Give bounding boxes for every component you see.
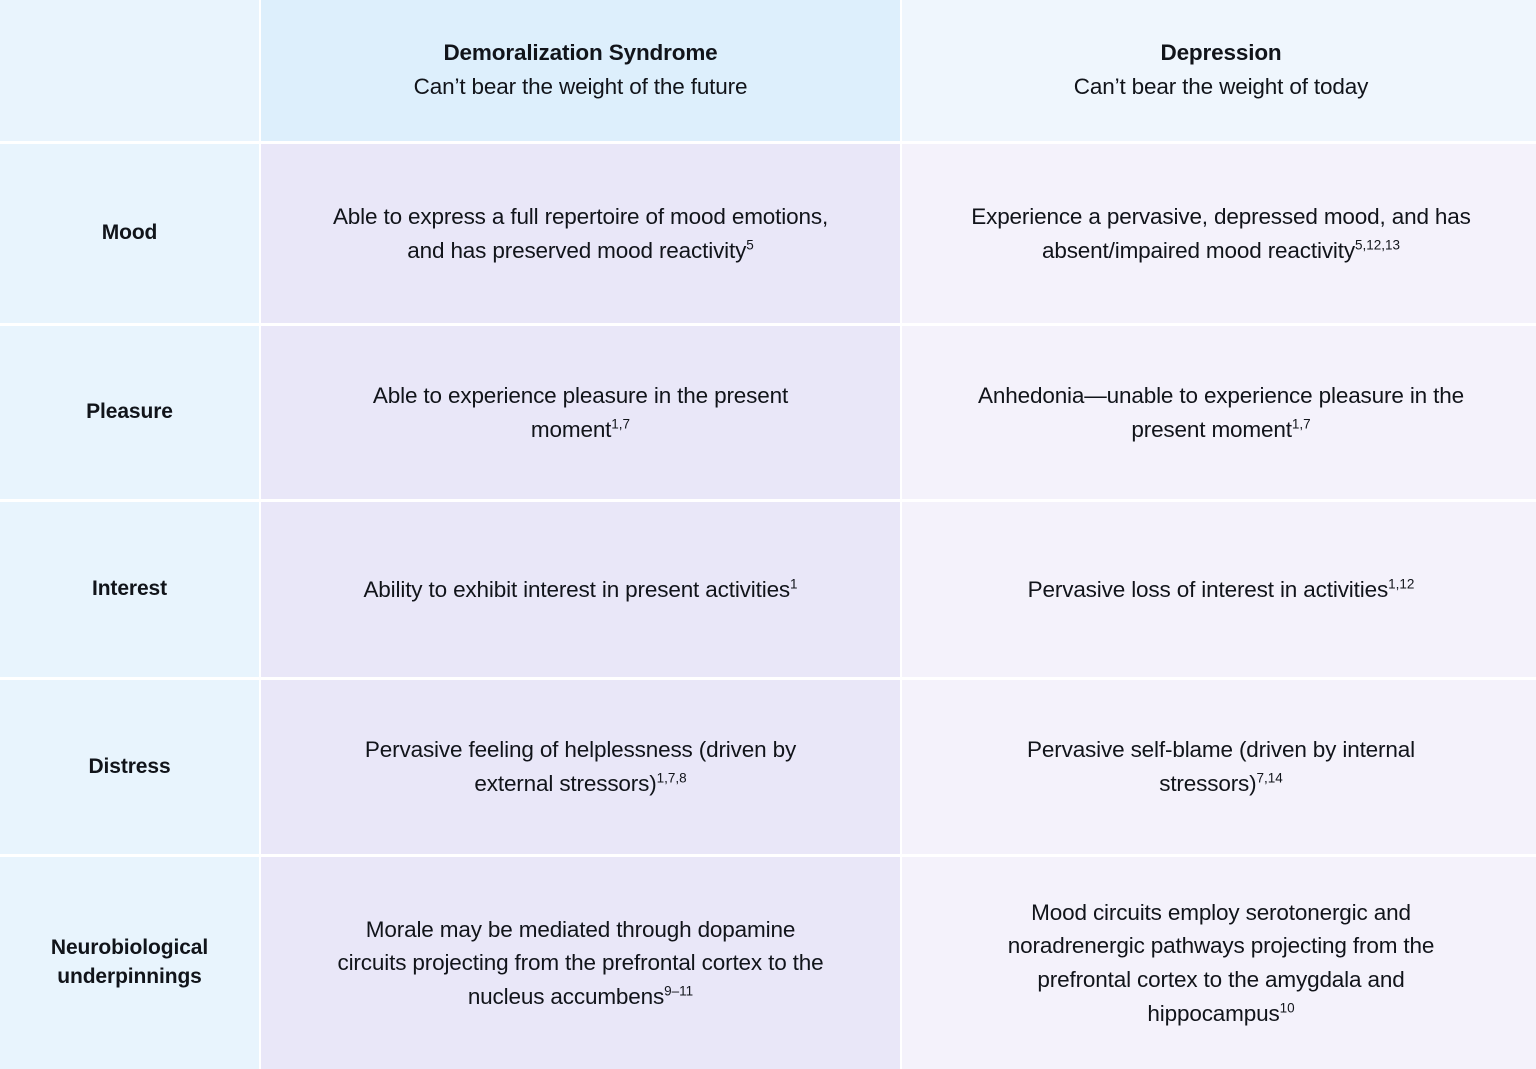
row-label-mood: Mood: [0, 144, 259, 323]
citation-ref: 1,12: [1388, 576, 1415, 592]
column-header-demoralization: Demoralization Syndrome Can’t bear the w…: [261, 0, 900, 141]
table-cell-neurobiological-demoralization: Morale may be mediated through dopamine …: [261, 857, 900, 1069]
citation-ref: 1: [790, 576, 798, 592]
citation-ref: 1,7: [1291, 416, 1311, 431]
row-label-neurobiological-underpinnings: Neurobiological underpinnings: [0, 857, 259, 1069]
citation-ref: 7,14: [1256, 770, 1283, 786]
table-cell-pleasure-depression: Anhedonia—unable to experience pleasure …: [902, 326, 1536, 499]
row-label-pleasure: Pleasure: [0, 326, 259, 499]
table-cell-pleasure-demoralization: Able to experience pleasure in the prese…: [261, 326, 900, 499]
citation-ref: 10: [1279, 1000, 1295, 1016]
column-header-title: Demoralization Syndrome: [443, 40, 718, 66]
table-cell-neurobiological-depression: Mood circuits employ serotonergic and no…: [902, 857, 1536, 1069]
citation-ref: 5: [746, 237, 754, 252]
citation-ref: 1,7,8: [656, 770, 687, 786]
citation-ref: 1,7: [611, 416, 631, 431]
table-cell-distress-depression: Pervasive self-blame (driven by internal…: [902, 680, 1536, 854]
row-label-distress: Distress: [0, 680, 259, 854]
column-header-title: Depression: [1160, 40, 1282, 66]
citation-ref: 5,12,13: [1354, 237, 1401, 252]
citation-ref: 9–11: [664, 983, 694, 999]
table-cell-interest-demoralization: Ability to exhibit interest in present a…: [261, 502, 900, 677]
table-cell-distress-demoralization: Pervasive feeling of helplessness (drive…: [261, 680, 900, 854]
row-label-interest: Interest: [0, 502, 259, 677]
column-header-subtitle: Can’t bear the weight of today: [1073, 74, 1369, 100]
table-cell-mood-depression: Experience a pervasive, depressed mood, …: [902, 144, 1536, 323]
table-cell-interest-depression: Pervasive loss of interest in activities…: [902, 502, 1536, 677]
table-cell-mood-demoralization: Able to express a full repertoire of moo…: [261, 144, 900, 323]
column-header-subtitle: Can’t bear the weight of the future: [413, 74, 748, 100]
table-corner-cell: [0, 0, 259, 141]
column-header-depression: Depression Can’t bear the weight of toda…: [902, 0, 1536, 141]
